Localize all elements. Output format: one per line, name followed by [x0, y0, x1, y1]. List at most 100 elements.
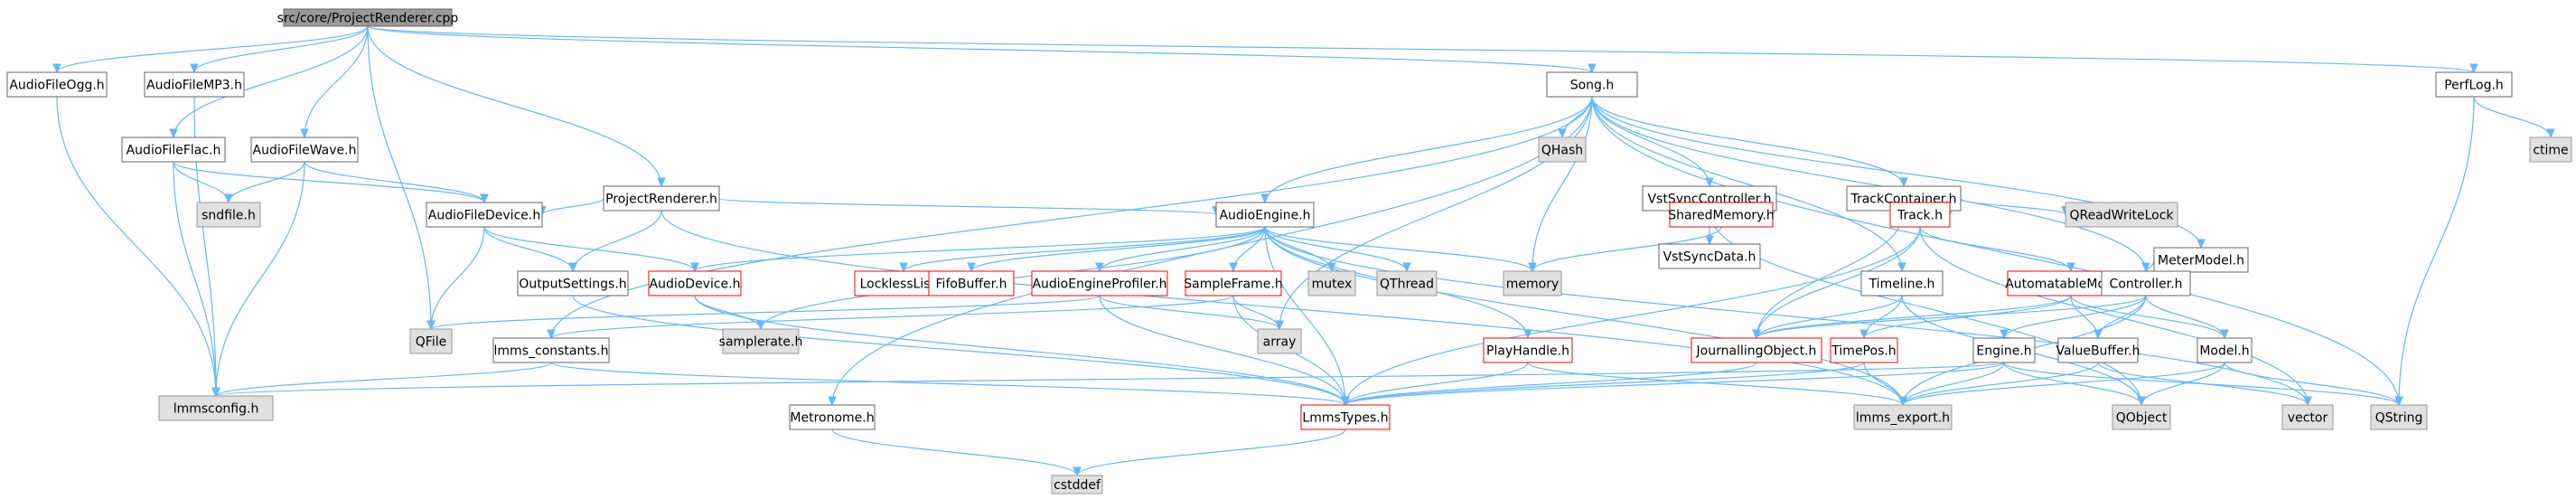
- node-timepos[interactable]: TimePos.h: [1830, 337, 1898, 363]
- node-label: VstSyncData.h: [1663, 250, 1756, 265]
- edge-engine-to-lconfig: [211, 362, 2005, 398]
- node-aflac[interactable]: AudioFileFlac.h: [121, 137, 226, 163]
- node-label: vector: [2288, 411, 2328, 426]
- node-label: Metronome.h: [790, 411, 874, 426]
- edge-root-to-qfile: [367, 25, 436, 331]
- node-box: [121, 137, 226, 163]
- node-projrend[interactable]: ProjectRenderer.h: [603, 185, 720, 212]
- node-aengine[interactable]: AudioEngine.h: [1215, 202, 1315, 228]
- edge-root-to-aflac: [169, 25, 369, 139]
- node-playhandle[interactable]: PlayHandle.h: [1483, 337, 1573, 363]
- node-valbuf[interactable]: ValueBuffer.h: [2056, 337, 2140, 363]
- edge-trackcont-to-qrwl: [1960, 197, 2070, 216]
- node-metronome[interactable]: Metronome.h: [789, 404, 876, 430]
- node-label: QReadWriteLock: [2069, 209, 2174, 223]
- node-metermodel[interactable]: MeterModel.h: [2153, 247, 2249, 273]
- node-box: [928, 270, 1015, 297]
- edge-playhandle-to-lexport: [1527, 362, 1907, 407]
- node-perflog[interactable]: PerfLog.h: [2435, 71, 2513, 98]
- edge-aeprof-to-qfile: [426, 295, 1101, 331]
- node-ltypes[interactable]: LmmsTypes.h: [1300, 404, 1391, 430]
- node-amp3[interactable]: AudioFileMP3.h: [144, 71, 245, 98]
- node-outset[interactable]: OutputSettings.h: [517, 270, 629, 297]
- edge-outset-to-ltypes: [572, 295, 1350, 407]
- node-lexport: lmms_export.h: [1853, 404, 1953, 430]
- node-label: samplerate.h: [719, 335, 803, 350]
- node-shmem[interactable]: SharedMemory.h: [1668, 202, 1775, 228]
- node-box: [1307, 270, 1356, 297]
- edge-aflac-to-sndfile: [173, 161, 233, 204]
- node-box: [722, 328, 800, 354]
- node-box: [1830, 337, 1898, 363]
- node-song[interactable]: Song.h: [1546, 71, 1638, 98]
- node-label: ValueBuffer.h: [2056, 344, 2140, 359]
- edge-journal-to-ltypes: [1341, 362, 1757, 407]
- node-box: [1669, 202, 1774, 228]
- node-label: QObject: [2116, 411, 2168, 426]
- node-timeline[interactable]: Timeline.h: [1860, 270, 1944, 297]
- edge-root-to-awave: [300, 25, 369, 139]
- node-box: [2197, 337, 2253, 363]
- node-lconfig: lmmsconfig.h: [158, 395, 274, 421]
- node-fifo[interactable]: FifoBuffer.h: [928, 270, 1015, 297]
- node-label: AudioFileFlac.h: [126, 144, 221, 158]
- node-label: array: [1263, 335, 1297, 350]
- edge-afdev-to-qfile: [426, 226, 485, 331]
- node-controller[interactable]: Controller.h: [2101, 270, 2191, 297]
- node-box: [283, 8, 453, 27]
- edge-awave-to-sndfile: [224, 161, 305, 204]
- node-model[interactable]: Model.h: [2197, 337, 2253, 363]
- node-qobject: QObject: [2112, 404, 2171, 430]
- edge-model-to-qobject: [2137, 362, 2225, 407]
- edge-projrend-to-aengine: [718, 197, 1221, 216]
- node-label: QFile: [416, 335, 446, 350]
- node-adevice[interactable]: AudioDevice.h: [648, 270, 742, 297]
- edge-sframe-to-array: [1232, 295, 1284, 331]
- node-box: [426, 202, 543, 228]
- edge-projrend-to-afdev: [538, 197, 604, 216]
- node-box: [1853, 404, 1953, 430]
- node-vstdata[interactable]: VstSyncData.h: [1658, 243, 1761, 269]
- node-label: lmmsconfig.h: [173, 402, 259, 417]
- nodes-layer: src/core/ProjectRenderer.cppAudioFileOgg…: [6, 8, 2572, 494]
- node-box: [789, 404, 876, 430]
- edge-timepos-to-ltypes: [1341, 362, 1865, 407]
- node-aeprof[interactable]: AudioEngineProfiler.h: [1031, 270, 1168, 297]
- node-box: [2370, 404, 2428, 430]
- edge-aengine-to-qthread: [1264, 226, 1411, 273]
- node-box: [158, 395, 274, 421]
- node-box: [2112, 404, 2171, 430]
- node-sframe[interactable]: SampleFrame.h: [1184, 270, 1283, 297]
- node-box: [1215, 202, 1315, 228]
- node-root[interactable]: src/core/ProjectRenderer.cpp: [277, 8, 459, 27]
- node-label: QHash: [1541, 144, 1583, 158]
- edge-perflog-to-ctime: [2473, 96, 2555, 139]
- edge-awave-to-afdev: [304, 161, 489, 204]
- node-track[interactable]: Track.h: [1889, 202, 1951, 228]
- node-box: [517, 270, 629, 297]
- node-label: Engine.h: [1976, 344, 2031, 359]
- node-box: [2435, 71, 2513, 98]
- node-label: sndfile.h: [201, 209, 256, 223]
- edge-song-to-trackcont: [1591, 96, 1908, 188]
- node-label: AudioFileWave.h: [253, 144, 357, 158]
- node-box: [1889, 202, 1951, 228]
- node-lconst[interactable]: lmms_constants.h: [492, 337, 610, 363]
- node-aogg[interactable]: AudioFileOgg.h: [6, 71, 108, 98]
- node-journal[interactable]: JournallingObject.h: [1691, 337, 1822, 363]
- edge-root-to-perflog: [367, 25, 2478, 74]
- node-box: [1860, 270, 1944, 297]
- node-engine[interactable]: Engine.h: [1972, 337, 2036, 363]
- node-qstring: QString: [2370, 404, 2428, 430]
- node-cstddef: cstddef: [1051, 475, 1103, 494]
- node-awave[interactable]: AudioFileWave.h: [250, 137, 359, 163]
- node-box: [2101, 270, 2191, 297]
- edge-song-to-lconst: [547, 96, 1593, 340]
- node-box: [1185, 270, 1282, 297]
- edge-afdev-to-outset: [483, 226, 577, 273]
- edge-aflac-to-lconfig: [173, 161, 220, 398]
- node-afdev[interactable]: AudioFileDevice.h: [426, 202, 543, 228]
- node-label: cstddef: [1054, 478, 1101, 493]
- edge-afdev-to-adevice: [483, 226, 699, 273]
- edge-aflac-to-afdev: [173, 161, 489, 204]
